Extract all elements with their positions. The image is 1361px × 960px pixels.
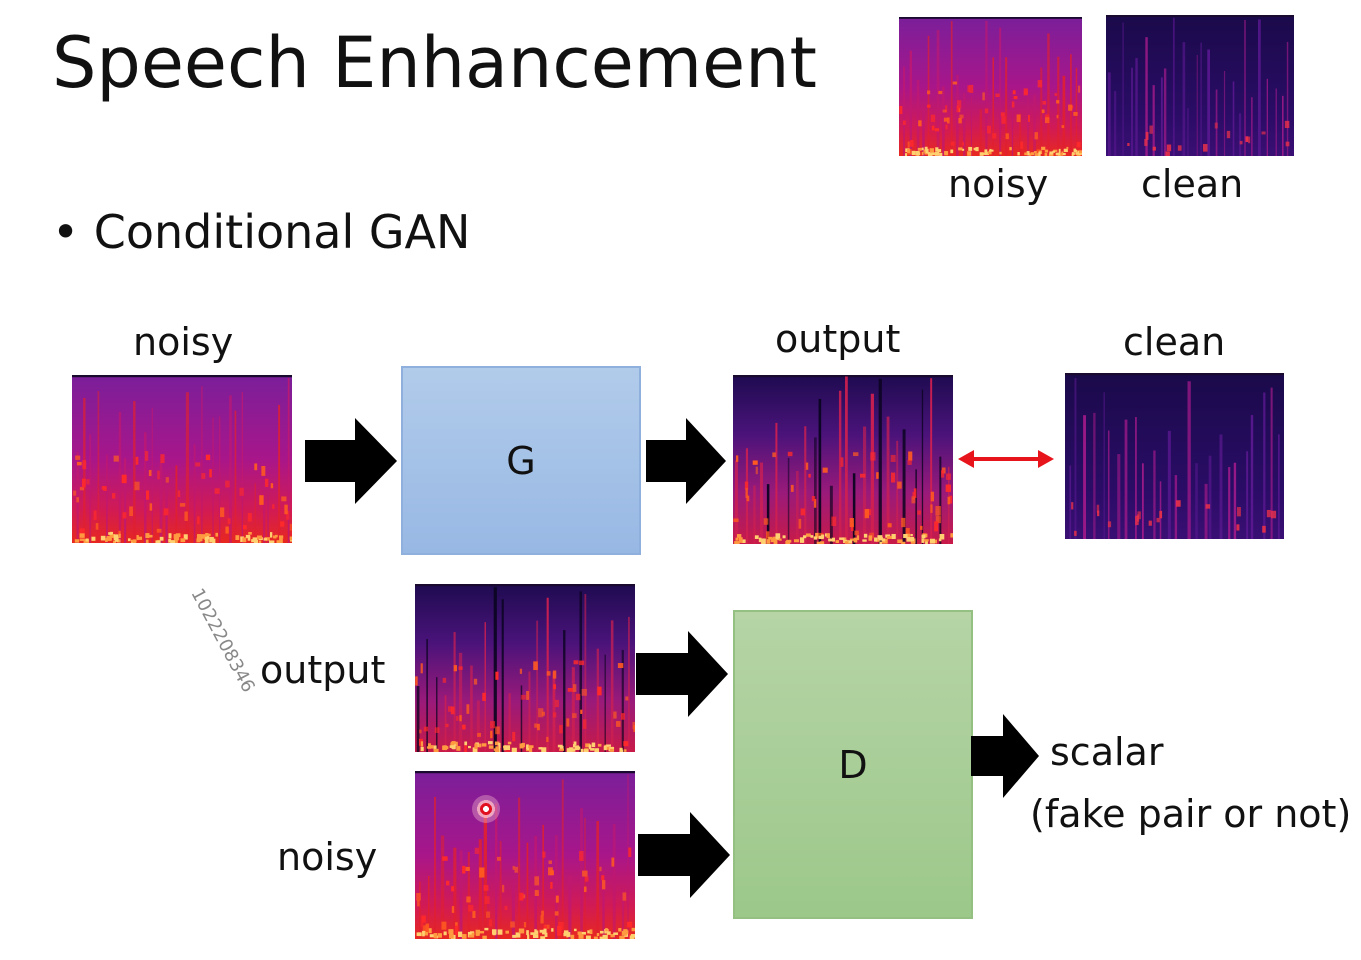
top-clean-spectrogram bbox=[1106, 15, 1294, 156]
right-arrow-icon bbox=[638, 812, 730, 898]
disc-result-label: scalar bbox=[1050, 730, 1164, 774]
gen-output-label: output bbox=[775, 317, 901, 361]
gen-output-spectrogram bbox=[733, 375, 953, 544]
gen-target-label: clean bbox=[1123, 320, 1226, 364]
cursor-highlight-icon bbox=[472, 795, 500, 823]
disc-noisy-spectrogram bbox=[415, 771, 635, 939]
right-arrow-icon bbox=[305, 418, 397, 504]
slide-title: Speech Enhancement bbox=[52, 22, 817, 104]
disc-result-note: (fake pair or not) bbox=[1030, 792, 1352, 836]
disc-output-label: output bbox=[260, 648, 386, 692]
right-arrow-icon bbox=[971, 714, 1039, 798]
bullet-item: • Conditional GAN bbox=[52, 205, 470, 259]
discriminator-box: D bbox=[733, 610, 973, 919]
gen-target-clean-spectrogram bbox=[1065, 373, 1284, 539]
right-arrow-icon bbox=[636, 631, 728, 717]
right-arrow-icon bbox=[646, 418, 726, 504]
disc-noisy-label: noisy bbox=[277, 835, 378, 879]
bullet-text: Conditional GAN bbox=[93, 205, 471, 259]
top-clean-label: clean bbox=[1141, 162, 1244, 206]
top-noisy-spectrogram bbox=[899, 17, 1082, 156]
bullet-marker: • bbox=[52, 205, 80, 259]
gen-input-label: noisy bbox=[133, 320, 234, 364]
double-arrow-icon bbox=[958, 450, 1054, 468]
generator-label: G bbox=[506, 438, 536, 483]
disc-output-spectrogram bbox=[415, 584, 635, 752]
top-noisy-label: noisy bbox=[948, 162, 1049, 206]
generator-box: G bbox=[401, 366, 641, 555]
gen-input-noisy-spectrogram bbox=[72, 375, 292, 543]
watermark: 1022208346 bbox=[186, 585, 259, 696]
discriminator-label: D bbox=[838, 742, 868, 787]
